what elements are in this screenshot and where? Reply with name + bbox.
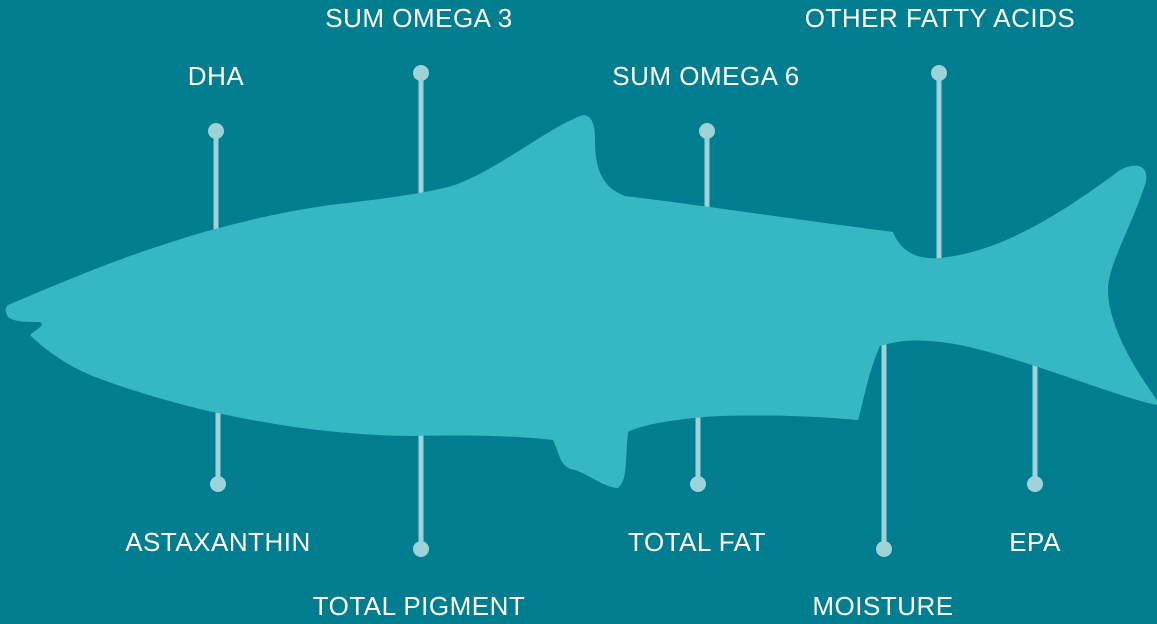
dot-sum-omega-3	[413, 65, 429, 81]
label-other-fatty-acids: OTHER FATTY ACIDS	[805, 3, 1075, 33]
label-total-fat: TOTAL FAT	[628, 527, 766, 557]
dot-moisture	[876, 541, 892, 557]
label-moisture: MOISTURE	[812, 591, 953, 621]
salmon-silhouette	[6, 115, 1157, 488]
dot-astaxanthin	[210, 476, 226, 492]
label-total-pigment: TOTAL PIGMENT	[313, 591, 526, 621]
label-epa: EPA	[1009, 527, 1061, 557]
dot-other-fatty-acids	[931, 65, 947, 81]
dot-epa	[1027, 476, 1043, 492]
label-sum-omega-6: SUM OMEGA 6	[612, 61, 800, 91]
label-sum-omega-3: SUM OMEGA 3	[325, 3, 513, 33]
dot-total-pigment	[413, 541, 429, 557]
dot-dha	[208, 123, 224, 139]
dot-total-fat	[690, 476, 706, 492]
dot-sum-omega-6	[699, 123, 715, 139]
label-astaxanthin: ASTAXANTHIN	[125, 527, 311, 557]
label-dha: DHA	[188, 61, 244, 91]
